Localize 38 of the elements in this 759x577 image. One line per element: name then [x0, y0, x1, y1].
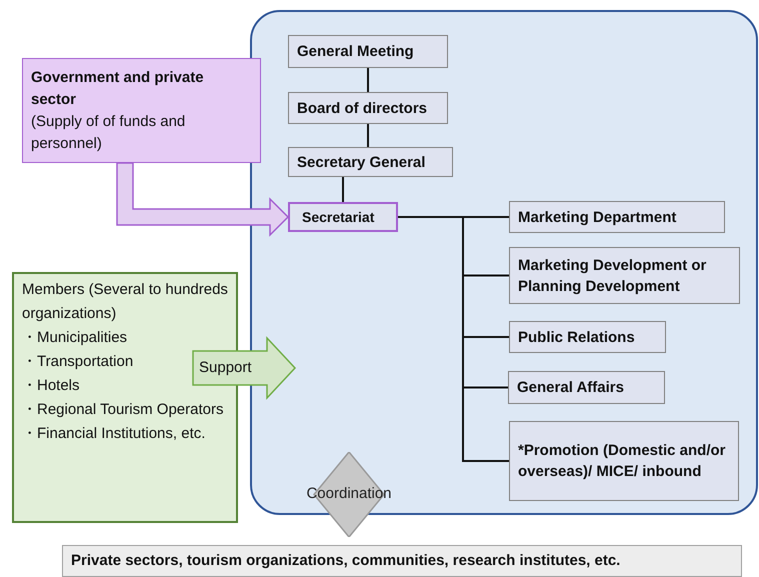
- box-label: *Promotion (Domestic and/or overseas)/ MICE/ inbound: [518, 441, 727, 482]
- box-label: General Affairs: [517, 378, 624, 398]
- edge-label: Support: [199, 359, 252, 377]
- box-label: Board of directors: [297, 98, 428, 118]
- member-item: ・Municipalities: [22, 328, 128, 348]
- connector-line: [342, 177, 344, 202]
- connector-line: [367, 68, 369, 92]
- organization-panel: [250, 10, 758, 515]
- box-label: Secretariat: [302, 208, 374, 226]
- box-label: Secretary General: [297, 152, 426, 172]
- connector-line: [398, 216, 509, 462]
- box-label: Marketing Development or Planning Development: [518, 256, 708, 296]
- stakeholders-bar: [62, 545, 742, 577]
- department-box: [509, 201, 725, 233]
- member-item: ・Transportation: [22, 352, 134, 372]
- member-item: ・Hotels: [22, 376, 80, 396]
- member-item: ・Regional Tourism Operators: [22, 400, 224, 420]
- member-item: ・Financial Institutions, etc.: [22, 424, 206, 444]
- box-label: Marketing Department: [518, 208, 676, 228]
- box-label: Public Relations: [518, 328, 635, 348]
- box-heading: Government and private sector: [31, 68, 205, 110]
- box-note: (Supply of of funds and personnel): [31, 112, 186, 154]
- department-box: [509, 421, 739, 501]
- block-arrow: [116, 162, 290, 237]
- members-heading: Members (Several to hundreds organizations): [22, 280, 228, 324]
- box-label: Coordination: [306, 484, 392, 504]
- funding-box: [22, 58, 261, 163]
- box-label: General Meeting: [297, 42, 414, 62]
- block-arrow: [192, 336, 296, 400]
- department-box: [288, 92, 448, 124]
- department-box: [509, 321, 666, 353]
- department-box: [288, 202, 398, 232]
- box-label: Private sectors, tourism organizations, communities, research institutes, etc.: [71, 550, 620, 571]
- department-box: [509, 247, 740, 304]
- department-box: [288, 35, 448, 68]
- department-box: [508, 371, 665, 404]
- department-box: [288, 147, 453, 177]
- connector-line: [367, 124, 369, 147]
